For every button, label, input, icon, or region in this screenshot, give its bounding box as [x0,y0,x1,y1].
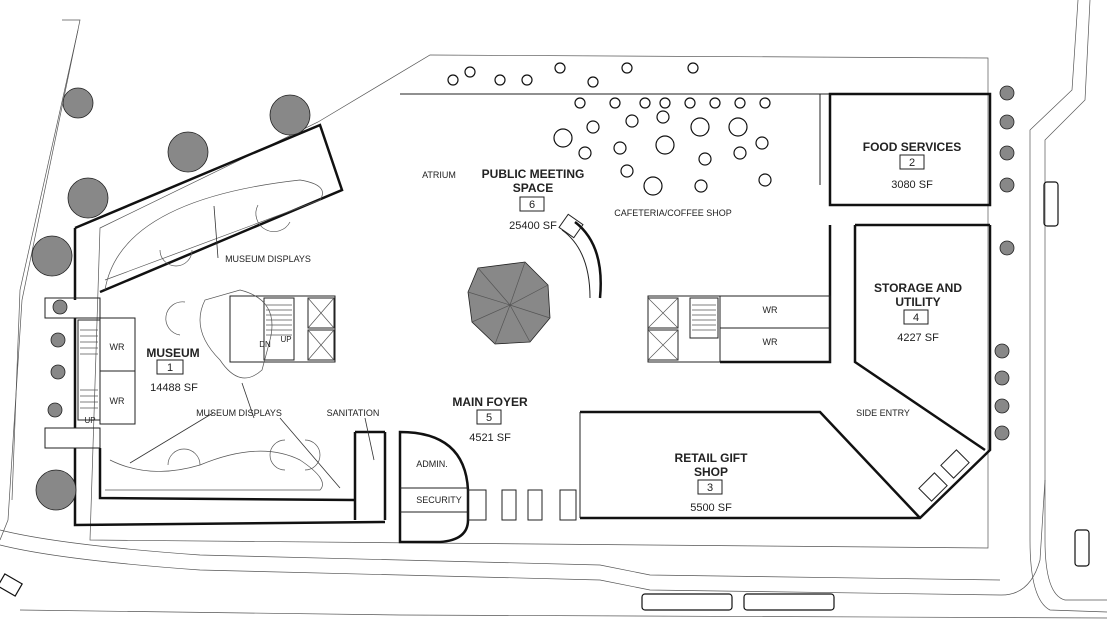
site-trees [31,85,1015,511]
room-storage-area: 4227 SF [897,332,939,344]
room-food-number: 2 [909,157,915,169]
room-retail-name-1: RETAIL GIFT [675,451,749,465]
label-dn: DN [259,340,271,349]
label-side-entry: SIDE ENTRY [856,408,910,418]
room-storage-name-2: UTILITY [895,295,940,309]
room-retail-area: 5500 SF [690,502,732,514]
room-retail-name-2: SHOP [694,465,728,479]
room-museum-number: 1 [167,362,173,374]
room-meeting-name-1: PUBLIC MEETING [482,167,585,181]
label-wr-left-top: WR [110,342,125,352]
museum-display-areas [104,179,323,491]
room-museum-area: 14488 SF [150,382,198,394]
curved-partition [558,213,602,299]
room-museum-name: MUSEUM [146,346,199,360]
room-food-area: 3080 SF [891,179,933,191]
vehicles [0,181,1090,611]
room-storage-name-1: STORAGE AND [874,281,962,295]
room-number-boxes [156,154,929,495]
room-meeting-number: 6 [529,199,535,211]
label-security: SECURITY [416,495,462,505]
room-foyer-area: 4521 SF [469,432,511,444]
right-core [647,295,721,363]
label-museum-displays-top: MUSEUM DISPLAYS [225,254,311,264]
label-up-left: UP [84,416,95,425]
building-walls [73,92,992,527]
cafeteria-tables [447,62,772,196]
admin-security-block [398,430,577,544]
center-core [229,295,336,363]
label-wr-right-bottom: WR [763,337,778,347]
room-storage-number: 4 [913,312,919,324]
label-wr-right-top: WR [763,305,778,315]
label-cafeteria: CAFETERIA/COFFEE SHOP [614,208,732,218]
room-meeting-name-2: SPACE [513,181,553,195]
side-entry-doors [918,449,970,502]
label-sanitation: SANITATION [327,408,380,418]
room-foyer-name: MAIN FOYER [452,395,528,409]
atrium-sculpture [467,261,551,345]
label-museum-displays-bottom: MUSEUM DISPLAYS [196,408,282,418]
room-meeting-area: 25400 SF [509,220,557,232]
label-admin: ADMIN. [416,459,448,469]
callout-arrows [129,205,375,489]
room-food-name: FOOD SERVICES [863,140,961,154]
site-boundary [89,54,989,549]
label-atrium: ATRIUM [422,170,456,180]
room-foyer-number: 5 [486,412,492,424]
museum-restrooms [44,297,136,449]
room-retail-number: 3 [707,482,713,494]
label-wr-left-bottom: WR [110,396,125,406]
label-up-center: UP [280,335,291,344]
